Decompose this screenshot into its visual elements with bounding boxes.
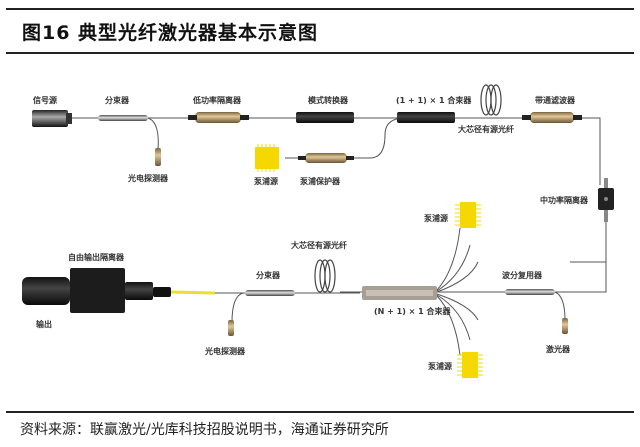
pump-fiber-4 [436, 293, 479, 321]
fiber-pump-protector [285, 117, 406, 159]
figure-title: 图16 典型光纤激光器基本示意图 [22, 22, 319, 44]
yellow-fiber [169, 290, 216, 295]
label-pump-source-bottom: 泵浦源 [428, 361, 452, 371]
signal-source [32, 110, 72, 127]
footer-rule [6, 411, 634, 413]
label-pump-source-top: 泵浦源 [254, 176, 278, 186]
pump-fiber-3 [436, 261, 479, 293]
label-bandpass-filter: 带通滤波器 [535, 95, 576, 105]
wdm [505, 289, 555, 295]
fiber-wdm-tap [554, 291, 566, 321]
mid-power-isolator [598, 178, 614, 222]
splitter-bottom [245, 290, 295, 296]
pump-fiber-1 [436, 227, 461, 291]
pump-fiber-5 [436, 294, 471, 341]
fiber-coil-bottom [314, 259, 336, 293]
combiner-1p1 [397, 112, 455, 123]
pump-protector [305, 153, 347, 163]
label-combiner-1p1: (1 + 1) × 1 合束器 [396, 95, 472, 105]
pump-source-bottom [457, 352, 483, 378]
label-photodetector-bottom: 光电探测器 [204, 346, 246, 356]
bandpass-filter [530, 112, 574, 123]
label-pump-protector: 泵浦保护器 [300, 176, 341, 186]
label-combiner-np1: (N + 1) × 1 合束器 [374, 306, 451, 316]
label-mid-power-isolator: 中功率隔离器 [540, 195, 589, 205]
source-note: 资料来源：联赢激光/光库科技招股说明书，海通证券研究所 [20, 422, 389, 438]
fiber-splitter-tap-bottom [231, 292, 244, 323]
splitter-top [98, 115, 148, 121]
label-large-core-fiber-bottom: 大芯径有源光纤 [291, 240, 347, 250]
label-laser: 激光器 [546, 344, 571, 354]
label-large-core-fiber-top: 大芯径有源光纤 [458, 124, 514, 134]
pump-fiber-6 [436, 295, 461, 356]
label-photodetector-top: 光电探测器 [127, 173, 169, 183]
fiber-laser-diagram: 信号源 分束器 光电探测器 低功率隔离器 模式转换器 (1 + 1) × 1 合… [22, 84, 614, 378]
pump-source-mid [455, 202, 481, 228]
pump-source-top [255, 144, 279, 172]
top-rule [6, 8, 634, 10]
laser [562, 318, 568, 334]
photodetector-bottom [228, 320, 234, 336]
title-rule [6, 52, 634, 54]
fiber-coil-top [480, 84, 502, 116]
low-power-isolator [195, 112, 241, 123]
label-low-power-isolator: 低功率隔离器 [192, 95, 242, 105]
label-mode-converter: 模式转换器 [308, 95, 349, 105]
photodetector-top [155, 148, 161, 166]
label-signal-source: 信号源 [33, 95, 57, 105]
label-output: 输出 [36, 319, 52, 329]
fiber-splitter-tap-top [147, 117, 159, 151]
mode-converter [296, 112, 354, 123]
free-output-isolator [22, 268, 171, 313]
label-pump-source-mid: 泵浦源 [424, 213, 448, 223]
label-splitter-top: 分束器 [105, 95, 130, 105]
fiber-mid-vertical [570, 205, 607, 263]
label-wdm: 波分复用器 [502, 270, 543, 280]
label-free-output-isolator: 自由输出隔离器 [68, 252, 125, 262]
label-splitter-bottom: 分束器 [256, 270, 281, 280]
pump-fiber-2 [436, 244, 471, 292]
